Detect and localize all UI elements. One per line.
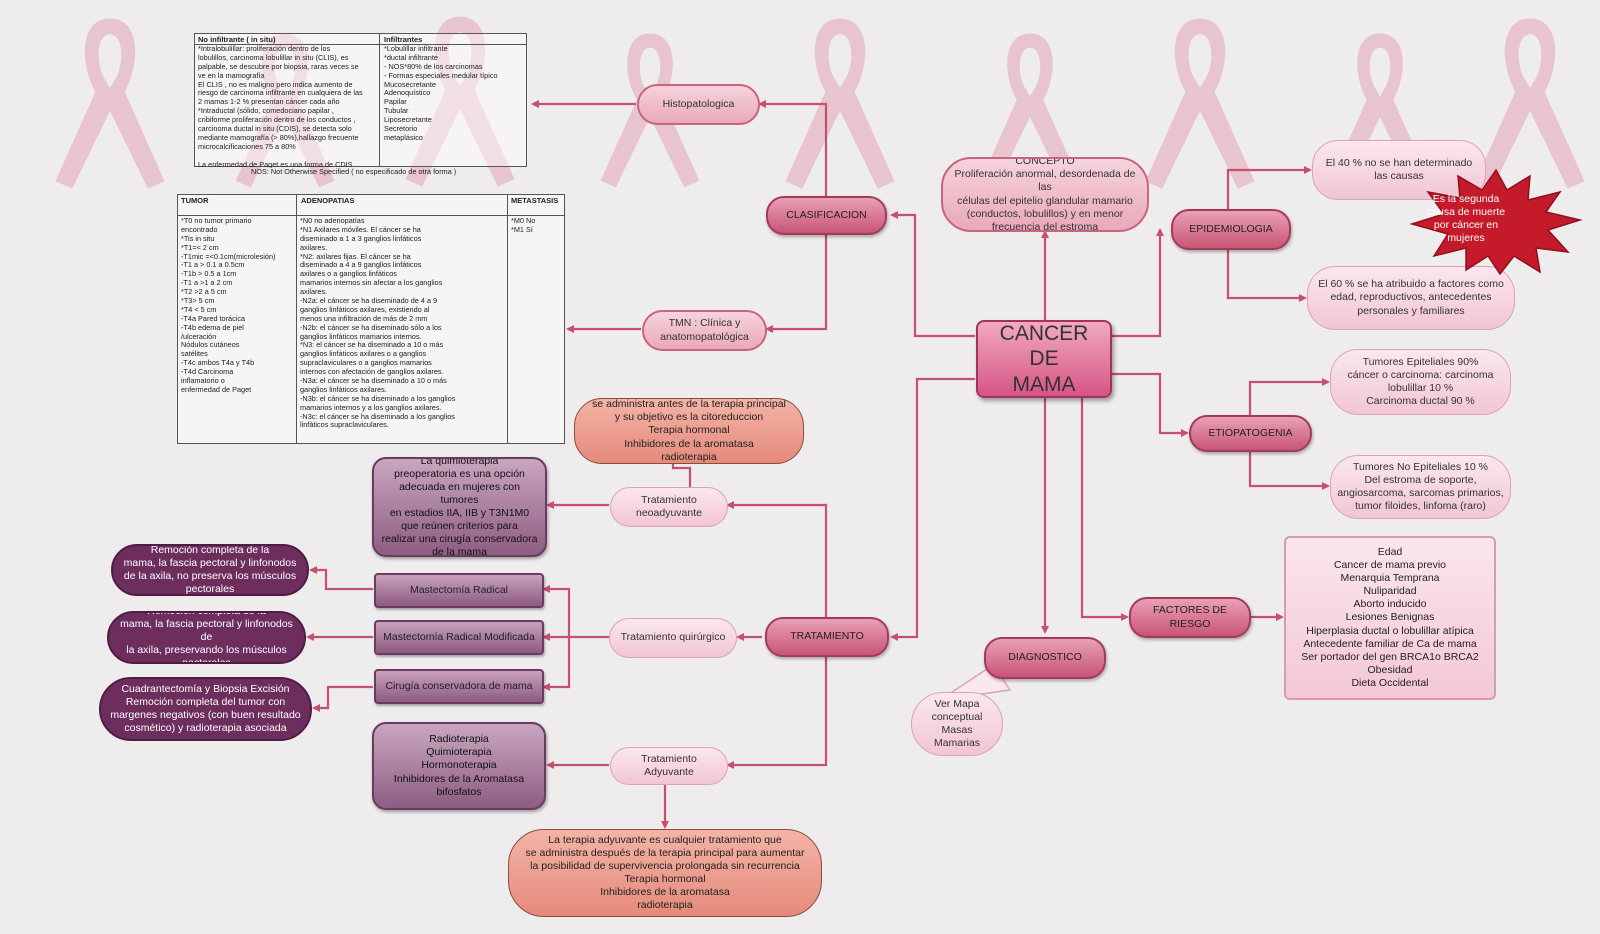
radical-mastectomy-description: Remoción completa de la mama, la fascia … xyxy=(111,544,309,596)
adjuvant-description: La terapia adyuvante es cualquier tratam… xyxy=(508,829,822,917)
histo-infiltrantes-text: *Lobulillar infiltrante *ductal infiltra… xyxy=(384,44,498,142)
epidemiology-causes-unknown[interactable]: El 40 % no se han determinado las causas xyxy=(1312,140,1486,200)
breast-conserving-surgery-option[interactable]: Cirugía conservadora de mama xyxy=(374,669,544,704)
classification-node[interactable]: CLASIFICACION xyxy=(766,196,887,235)
tnm-header-tumor: TUMOR xyxy=(181,196,209,205)
tnm-table: TUMOR ADENOPATIAS METASTASIS *T0 no tumo… xyxy=(177,194,565,444)
diagnosis-node[interactable]: DIAGNOSTICO xyxy=(984,637,1106,679)
histo-header-in-situ: No infiltrante ( in situ) xyxy=(198,35,276,44)
adjuvant-treatment-node[interactable]: Tratamiento Adyuvante xyxy=(610,747,728,785)
radical-mastectomy-option[interactable]: Mastectomía Radical xyxy=(374,573,544,608)
histo-footnote: NOS: Not Otherwise Specified ( no especi… xyxy=(251,167,457,176)
histo-header-infiltrantes: Infiltrantes xyxy=(384,35,423,44)
surgical-treatment-node[interactable]: Tratamiento quirúrgico xyxy=(609,618,737,658)
histopathology-table: No infiltrante ( in situ) Infiltrantes *… xyxy=(194,33,527,168)
second-cause-of-death-note: Es la segunda causa de muerte por cáncer… xyxy=(1426,193,1506,245)
tnm-header-metastasis: METASTASIS xyxy=(511,196,559,205)
starburst-icon xyxy=(1409,168,1583,276)
risk-factors-list: Edad Cancer de mama previo Menarquia Tem… xyxy=(1284,536,1496,700)
risk-factors-node[interactable]: FACTORES DE RIESGO xyxy=(1129,597,1251,638)
histopathology-node[interactable]: Histopatologica xyxy=(637,84,760,125)
tnm-adenopatias-text: *N0 no adenopatías *N1 Axilares móviles.… xyxy=(300,216,456,430)
etiopathogenesis-node[interactable]: ETIOPATOGENIA xyxy=(1189,415,1312,452)
non-epithelial-tumors-node[interactable]: Tumores No Epiteliales 10 % Del estroma … xyxy=(1330,455,1511,519)
adjuvant-therapies-box: Radioterapia Quimioterapia Hormonoterapi… xyxy=(372,722,546,810)
epidemiology-causes-attributed[interactable]: El 60 % se ha atribuido a factores como … xyxy=(1307,266,1515,330)
tnm-header-adenopatias: ADENOPATIAS xyxy=(301,196,355,205)
diagnosis-see-map-note[interactable]: Ver Mapa conceptual Masas Mamarias xyxy=(911,692,1003,756)
main-topic-cancer-de-mama[interactable]: CANCER DE MAMA xyxy=(976,320,1112,398)
tnm-clinical-node[interactable]: TMN : Clínica y anatomopatológica xyxy=(642,310,767,351)
histo-in-situ-text: *Intralobulillar: proliferación dentro d… xyxy=(198,44,363,168)
modified-radical-mastectomy-option[interactable]: Mastectomía Radical Modificada xyxy=(374,620,544,655)
treatment-node[interactable]: TRATAMIENTO xyxy=(765,617,889,657)
concept-node[interactable]: CONCEPTO Proliferación anormal, desorden… xyxy=(941,157,1149,232)
epithelial-tumors-node[interactable]: Tumores Epiteliales 90% cáncer o carcino… xyxy=(1330,349,1511,415)
neoadjuvant-description: se administra antes de la terapia princi… xyxy=(574,398,804,464)
breast-conserving-surgery-description: Cuadrantectomía y Biopsia Excisión Remoc… xyxy=(99,677,312,741)
modified-radical-mastectomy-description: Remoción completa de la mama, la fascia … xyxy=(107,611,306,664)
tnm-metastasis-text: *M0 No *M1 Sí xyxy=(511,216,536,234)
tnm-tumor-text: *T0 no tumor primario encontrado *Tis in… xyxy=(181,216,276,394)
preoperative-chemotherapy-box: La quimioterapia preoperatoria es una op… xyxy=(372,457,547,557)
neoadjuvant-treatment-node[interactable]: Tratamiento neoadyuvante xyxy=(610,487,728,527)
epidemiology-node[interactable]: EPIDEMIOLOGIA xyxy=(1171,209,1291,250)
